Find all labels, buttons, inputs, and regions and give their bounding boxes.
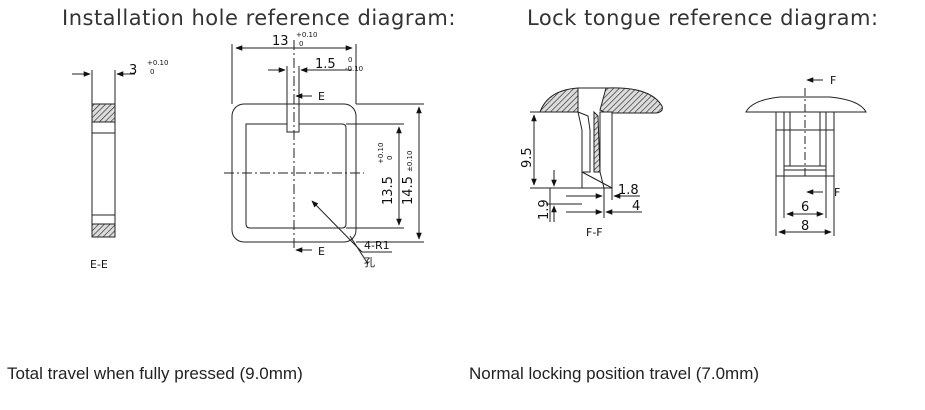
- outer-width-value: 13: [272, 34, 289, 49]
- outer-width-tol-lower: 0: [299, 40, 303, 48]
- thickness-value: 3: [129, 63, 137, 78]
- slot-width-value: 1.5: [315, 57, 336, 72]
- section-e-e: [72, 70, 135, 238]
- outer-width-tol-upper: +0.10: [296, 31, 317, 39]
- hole-mark: 孔: [364, 256, 375, 269]
- inner-height-tol-upper: +0.10: [377, 143, 385, 164]
- section-marker-e-bottom: E: [318, 245, 325, 258]
- outer-height-value: 14.5: [401, 176, 416, 205]
- normal-lock-caption: Normal locking position travel (7.0mm): [469, 364, 760, 383]
- thickness-tolerance-lower: 0: [150, 68, 154, 76]
- section-marker-f-bottom: F: [834, 186, 840, 199]
- inner-height-value: 13.5: [381, 176, 396, 205]
- outer-height-tol: ±0.10: [406, 151, 414, 172]
- slot-width-tol-upper: 0: [348, 56, 352, 64]
- section-marker-e-top: E: [318, 90, 325, 103]
- radius-label: 4-R1: [364, 239, 390, 252]
- section-marker-f-top: F: [830, 74, 836, 87]
- outer-width-value-tongue: 8: [801, 219, 809, 234]
- tongue-height-value: 9.5: [520, 147, 535, 168]
- inner-height-tol-lower: 0: [386, 156, 394, 160]
- tongue-thickness-value: 1.8: [618, 183, 639, 198]
- lock-tongue-front-view: [745, 77, 867, 236]
- hole-front-view: [224, 40, 424, 265]
- tongue-depth-value: 4: [632, 199, 640, 214]
- thickness-tolerance-upper: +0.10: [147, 59, 168, 67]
- section-f-f: [530, 87, 663, 222]
- section-e-e-label: E-E: [90, 258, 108, 271]
- lock-tongue-heading: Lock tongue reference diagram:: [527, 6, 879, 30]
- full-press-caption: Total travel when fully pressed (9.0mm): [7, 364, 303, 383]
- slot-width-tol-lower: -0.10: [345, 65, 363, 73]
- installation-hole-heading: Installation hole reference diagram:: [62, 6, 456, 30]
- section-f-f-label: F-F: [586, 226, 603, 239]
- inner-width-value: 6: [801, 200, 809, 215]
- tongue-base-value: 1.9: [537, 199, 552, 220]
